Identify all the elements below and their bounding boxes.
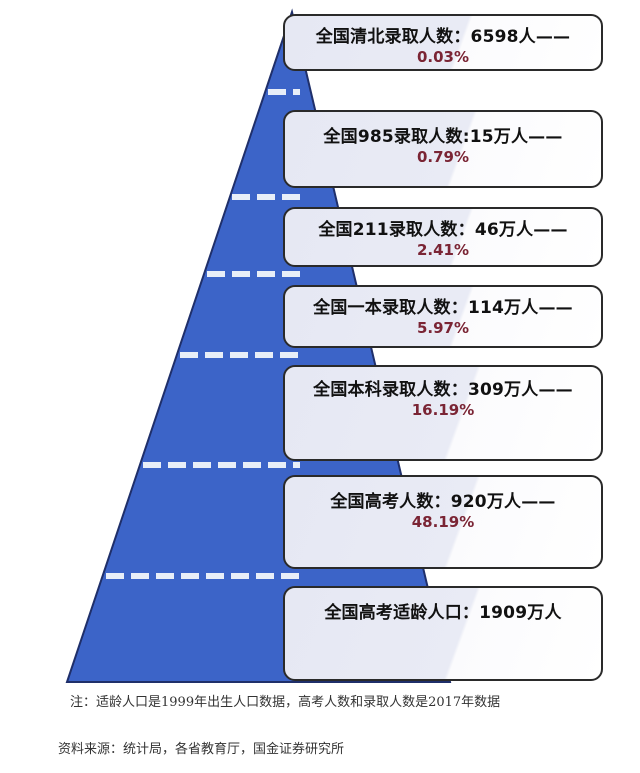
- level-title: 全国985录取人数:15万人——: [323, 127, 563, 147]
- level-percent: 0.79%: [416, 148, 470, 166]
- level-percent: 0.03%: [416, 48, 470, 66]
- level-box-211: 全国211录取人数：46万人—— 2.41%: [283, 207, 603, 267]
- level-box-eligible-population: 全国高考适龄人口：1909万人: [283, 586, 603, 681]
- level-percent: 2.41%: [416, 241, 470, 259]
- footnote: 注：适龄人口是1999年出生人口数据，高考人数和录取人数是2017年数据: [70, 695, 501, 710]
- level-box-985: 全国985录取人数:15万人—— 0.79%: [283, 110, 603, 188]
- level-box-undergraduate: 全国本科录取人数：309万人—— 16.19%: [283, 365, 603, 461]
- level-percent: 16.19%: [411, 401, 475, 419]
- level-title: 全国一本录取人数：114万人——: [313, 298, 573, 318]
- level-box-tsinghua-peking: 全国清北录取人数：6598人—— 0.03%: [283, 14, 603, 71]
- tier-divider-lines: [106, 89, 300, 579]
- level-title: 全国本科录取人数：309万人——: [313, 380, 573, 400]
- level-title: 全国高考人数：920万人——: [330, 492, 556, 512]
- level-percent: 48.19%: [411, 513, 475, 531]
- level-box-tier-one: 全国一本录取人数：114万人—— 5.97%: [283, 285, 603, 348]
- level-box-gaokao-takers: 全国高考人数：920万人—— 48.19%: [283, 475, 603, 569]
- level-title: 全国高考适龄人口：1909万人: [324, 603, 562, 623]
- level-title: 全国清北录取人数：6598人——: [315, 27, 571, 47]
- data-source: 资料来源：统计局，各省教育厅，国金证券研究所: [58, 742, 345, 757]
- level-title: 全国211录取人数：46万人——: [318, 220, 568, 240]
- level-percent: 5.97%: [416, 319, 470, 337]
